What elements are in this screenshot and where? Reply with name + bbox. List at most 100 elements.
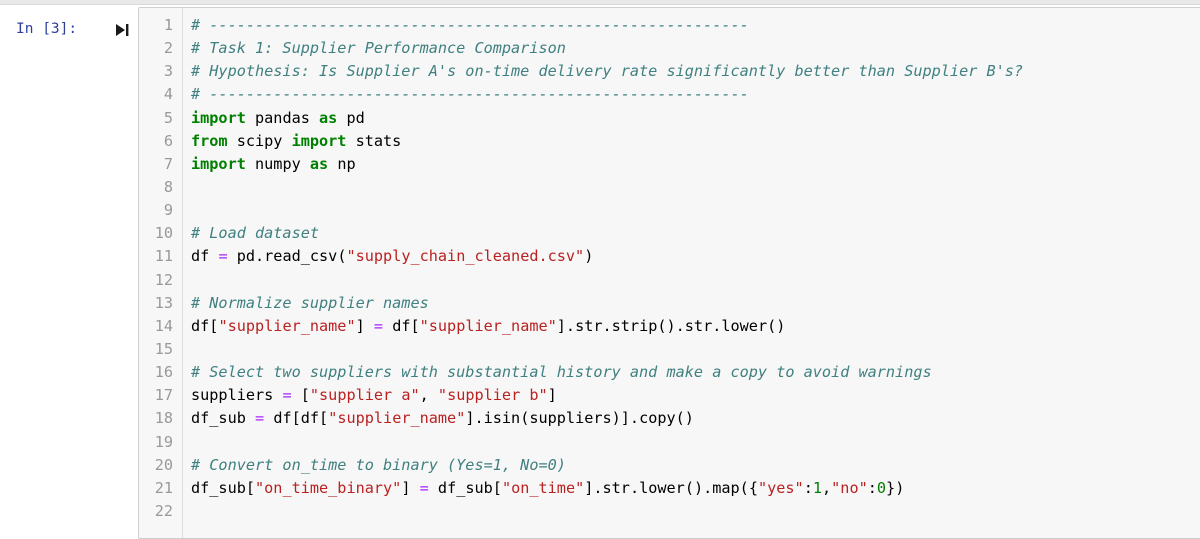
line-number: 7: [163, 154, 173, 173]
code-token: "supplier a": [309, 386, 420, 405]
code-token: import: [191, 108, 246, 127]
code-token: df_sub: [191, 409, 256, 428]
code-token: df[: [191, 316, 219, 335]
code-line[interactable]: 8: [139, 176, 1200, 199]
code-token: "no": [831, 478, 868, 497]
code-line[interactable]: 1 # -------------------------------------…: [139, 14, 1200, 37]
line-number: 1: [163, 16, 173, 34]
code-text: # Task 1: Supplier Performance Compariso…: [191, 37, 566, 60]
code-token: df_sub[: [428, 478, 502, 497]
code-text: from scipy import stats: [191, 130, 401, 153]
code-token: "supplier_name": [419, 316, 557, 335]
code-token: }): [886, 478, 905, 497]
code-token: from: [191, 131, 228, 150]
code-token: pandas: [245, 108, 320, 127]
code-token: # Task 1: Supplier Performance Compariso…: [191, 39, 566, 58]
code-token: ]: [355, 316, 374, 335]
code-line[interactable]: 22: [139, 500, 1200, 523]
code-line[interactable]: 19: [139, 431, 1200, 454]
line-number: 18: [154, 409, 173, 428]
cell-prompt: In [3]:: [16, 21, 78, 37]
line-number: 20: [154, 455, 173, 474]
code-text: import numpy as np: [191, 153, 356, 176]
code-token: stats: [346, 131, 402, 150]
code-token: =: [373, 316, 384, 335]
code-token: "supplier_name": [328, 409, 466, 428]
code-token: import: [191, 154, 246, 173]
code-token: as: [309, 154, 329, 173]
code-text: df["supplier_name"] = df["supplier_name"…: [191, 315, 785, 338]
code-text: df_sub["on_time_binary"] = df_sub["on_ti…: [191, 477, 904, 500]
code-text: df_sub = df[df["supplier_name"].isin(sup…: [191, 407, 694, 430]
code-line[interactable]: 10 # Load dataset: [139, 222, 1200, 245]
code-token: "on_time_binary": [255, 478, 402, 497]
code-token: # --------------------------------------…: [191, 16, 749, 34]
code-line[interactable]: 15: [139, 338, 1200, 361]
code-token: np: [328, 154, 356, 173]
code-token: # Select two suppliers with substantial …: [191, 363, 932, 382]
code-text: # Normalize supplier names: [191, 292, 429, 315]
code-token: "supplier b": [437, 386, 548, 405]
line-number-gutter: [182, 8, 183, 538]
line-number: 22: [154, 501, 173, 520]
code-token: ): [584, 247, 594, 266]
code-token: df[df[: [264, 409, 329, 428]
code-token: import: [291, 131, 347, 150]
code-line[interactable]: 3# Hypothesis: Is Supplier A's on-time d…: [139, 60, 1200, 83]
line-number: 6: [163, 131, 173, 150]
code-line[interactable]: 20 # Convert on_time to binary (Yes=1, No…: [139, 454, 1200, 477]
code-token: "yes": [757, 478, 804, 497]
line-number: 15: [154, 339, 173, 358]
code-token: ,: [822, 478, 832, 497]
code-line[interactable]: 2# Task 1: Supplier Performance Comparis…: [139, 37, 1200, 60]
code-token: ].str.lower().map({: [584, 478, 758, 497]
code-token: ].str.strip().str.lower(): [556, 316, 786, 335]
line-number: 13: [154, 293, 173, 312]
line-number: 9: [163, 201, 173, 220]
code-token: 1: [812, 478, 822, 497]
code-line[interactable]: 12: [139, 269, 1200, 292]
toolbar-divider: [0, 0, 1200, 5]
code-token: ]: [401, 478, 420, 497]
code-token: "supplier_name": [218, 316, 356, 335]
code-line[interactable]: 18 df_sub = df[df["supplier_name"].isin(s…: [139, 407, 1200, 430]
code-token: ,: [419, 386, 438, 405]
code-token: ].isin(suppliers)].copy(): [465, 409, 694, 428]
code-line[interactable]: 9: [139, 199, 1200, 222]
code-text: # Convert on_time to binary (Yes=1, No=0…: [191, 454, 566, 477]
code-token: scipy: [227, 131, 292, 150]
run-step-icon[interactable]: [114, 22, 130, 38]
code-line[interactable]: 7 import numpy as np: [139, 153, 1200, 176]
line-number: 16: [154, 363, 173, 382]
code-line[interactable]: 4 # -------------------------------------…: [139, 83, 1200, 106]
code-token: # Convert on_time to binary (Yes=1, No=0…: [191, 455, 566, 474]
code-cell[interactable]: In [3]: 1 # -----------------------------…: [0, 5, 1200, 539]
code-token: # --------------------------------------…: [191, 85, 749, 104]
code-token: # Normalize supplier names: [191, 293, 429, 312]
code-token: =: [419, 478, 429, 497]
code-line[interactable]: 6 from scipy import stats: [139, 130, 1200, 153]
code-token: # Load dataset: [191, 224, 320, 243]
code-text: # Select two suppliers with substantial …: [191, 361, 932, 384]
code-token: pd.read_csv(: [227, 247, 347, 266]
line-number: 10: [154, 224, 173, 243]
line-number: 3: [163, 62, 173, 81]
code-text: import pandas as pd: [191, 107, 365, 130]
code-line[interactable]: 13 # Normalize supplier names: [139, 292, 1200, 315]
code-token: numpy: [245, 154, 310, 173]
code-line[interactable]: 16 # Select two suppliers with substantia…: [139, 361, 1200, 384]
line-number: 21: [154, 478, 173, 497]
code-editor[interactable]: 1 # -------------------------------------…: [138, 7, 1200, 539]
line-number: 14: [154, 316, 173, 335]
code-token: :: [803, 478, 813, 497]
code-lines: 1 # -------------------------------------…: [139, 14, 1200, 523]
line-number: 4: [163, 85, 173, 104]
code-text: # --------------------------------------…: [191, 14, 749, 37]
code-text: # Load dataset: [191, 222, 319, 245]
code-token: :: [867, 478, 877, 497]
